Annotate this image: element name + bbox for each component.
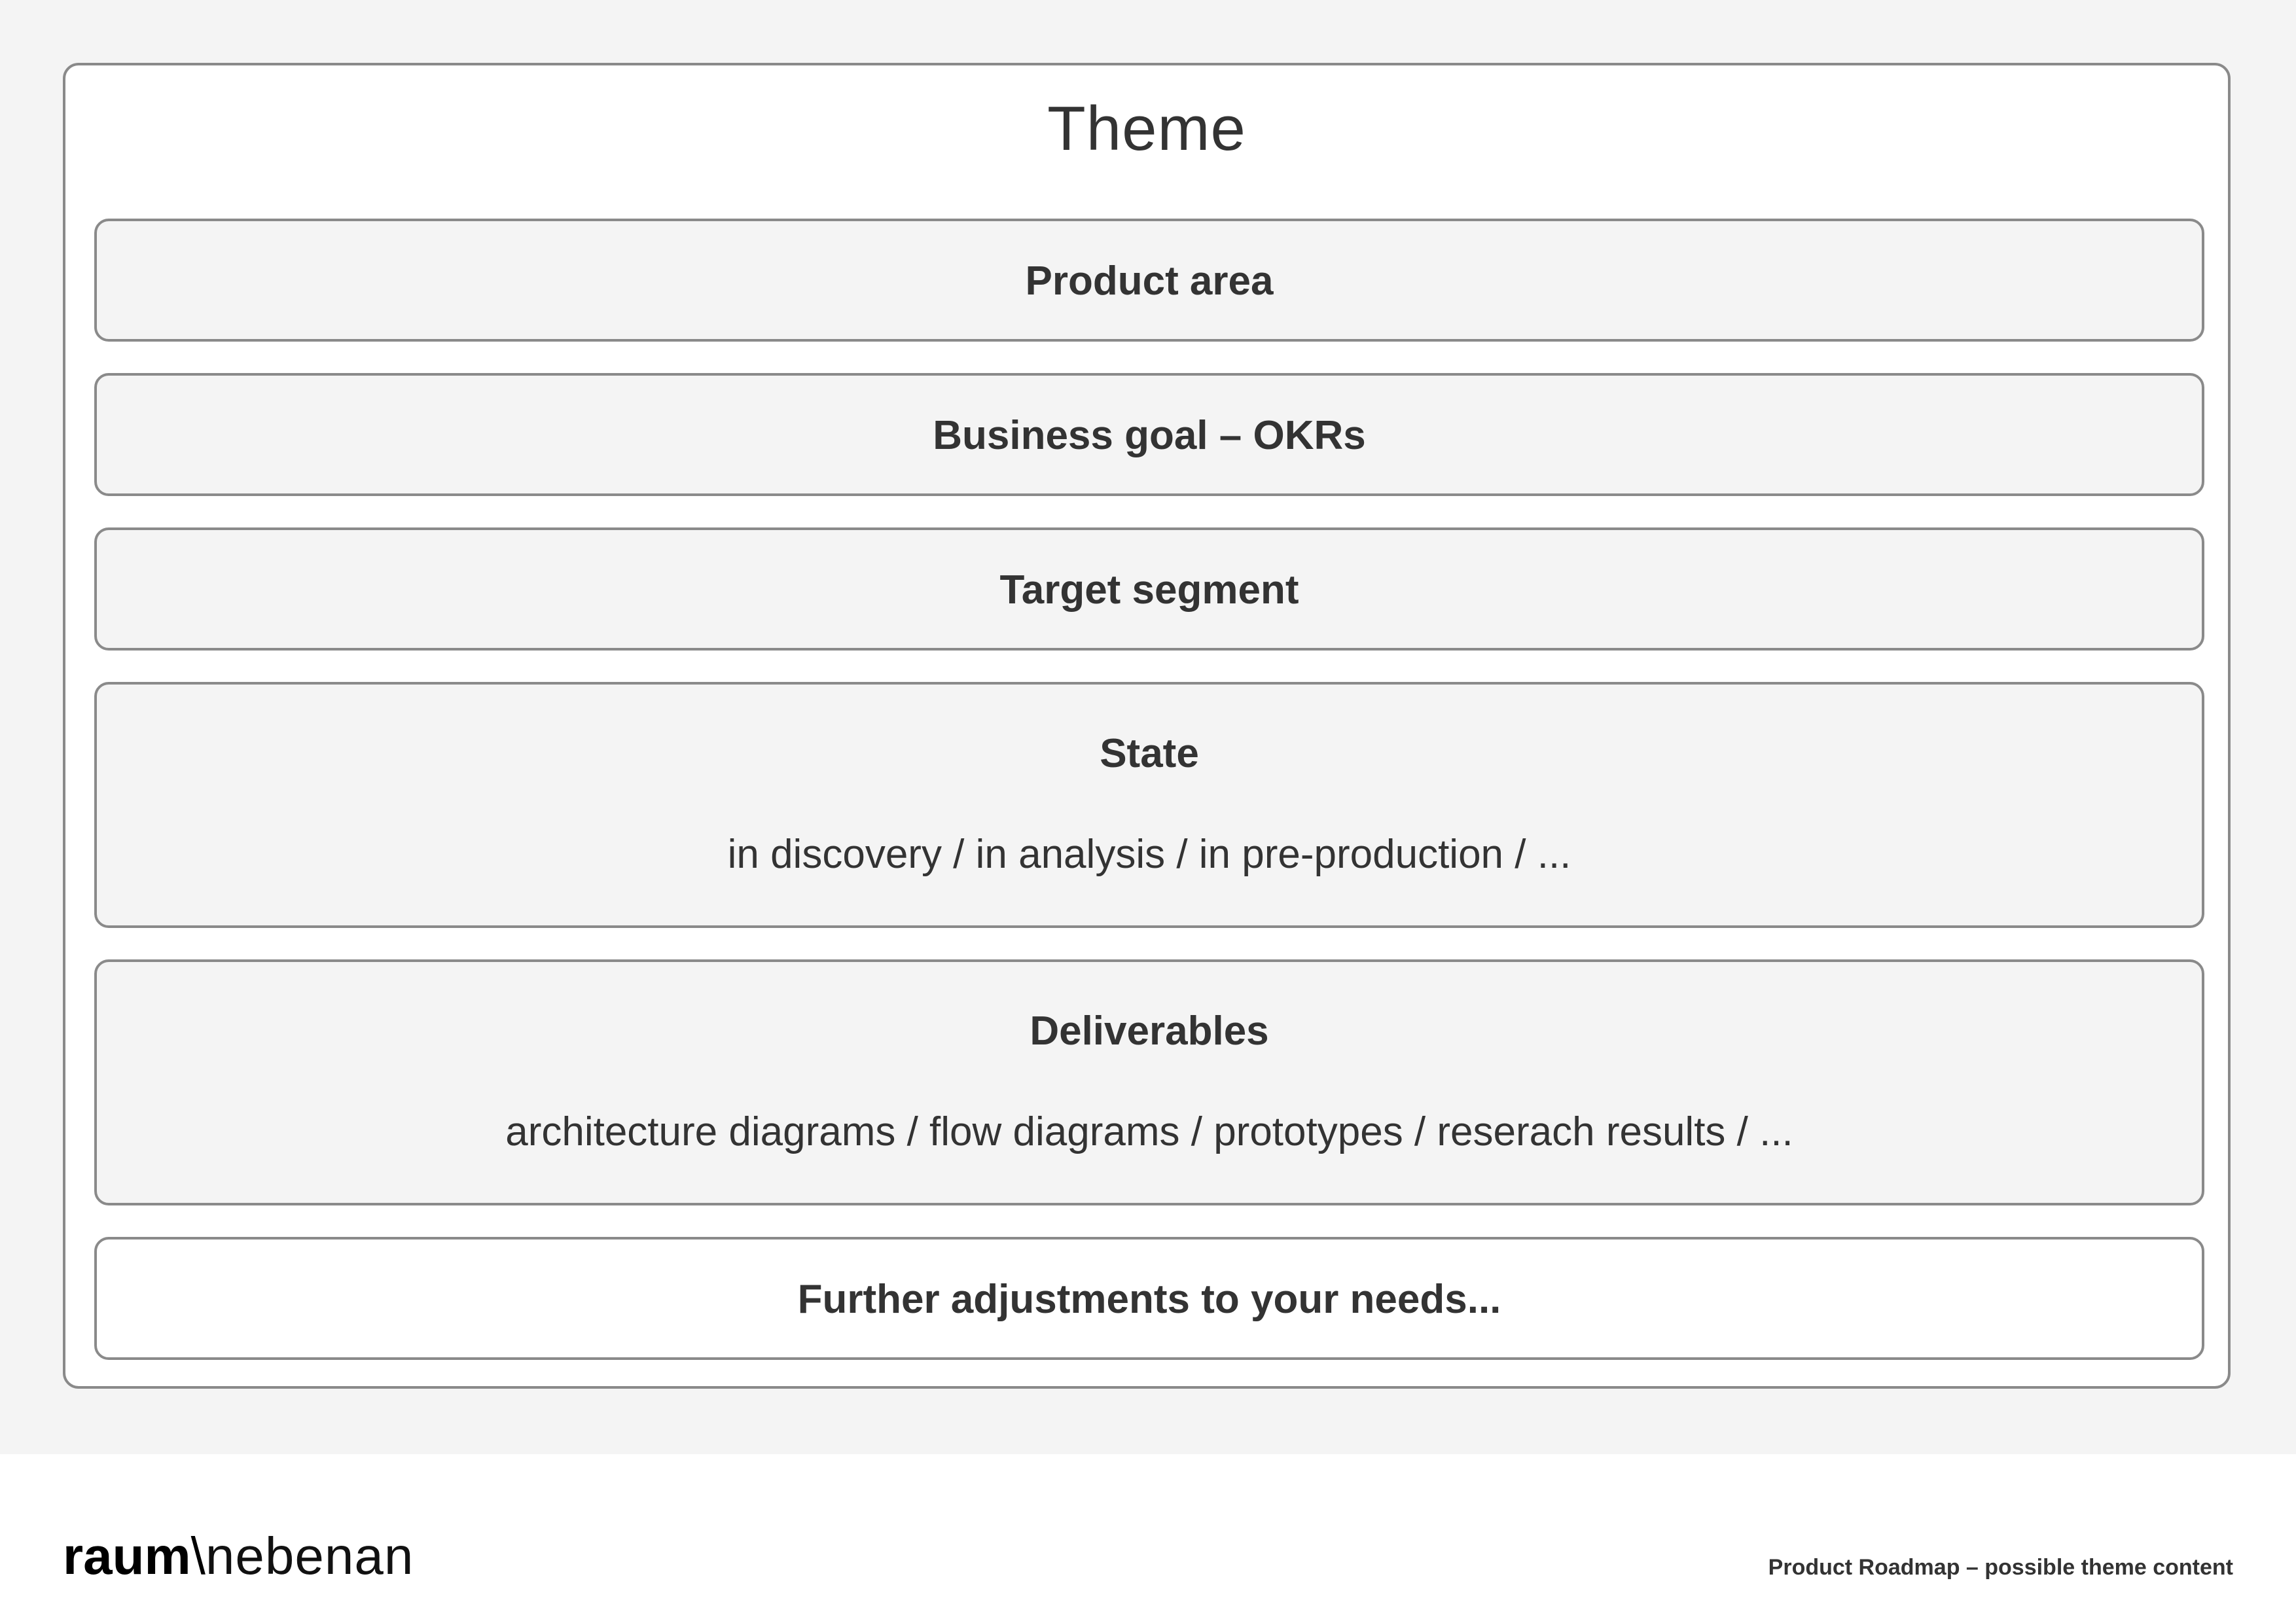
field-description: in discovery / in analysis / in pre-prod… <box>727 832 1571 877</box>
field-label: Business goal – OKRs <box>933 413 1366 458</box>
logo-light-part: nebenan <box>205 1527 414 1585</box>
theme-title: Theme <box>1047 94 1246 164</box>
field-label: Further adjustments to your needs... <box>797 1277 1501 1322</box>
footer: raum\nebenan Product Roadmap – possible … <box>0 1454 2296 1623</box>
logo-separator: \ <box>190 1527 206 1585</box>
field-product-area: Product area <box>94 219 2204 342</box>
field-state: State in discovery / in analysis / in pr… <box>94 682 2204 928</box>
theme-card: Theme Product area Business goal – OKRs … <box>63 63 2231 1389</box>
field-deliverables: Deliverables architecture diagrams / flo… <box>94 959 2204 1205</box>
brand-logo: raum\nebenan <box>63 1530 414 1582</box>
field-label: Deliverables <box>1030 1008 1269 1054</box>
field-further-adjustments: Further adjustments to your needs... <box>94 1237 2204 1360</box>
logo-bold-part: raum <box>63 1527 191 1585</box>
field-label: State <box>1100 731 1199 776</box>
footer-caption: Product Roadmap – possible theme content <box>1768 1555 2233 1580</box>
field-description: architecture diagrams / flow diagrams / … <box>505 1109 1793 1154</box>
field-business-goal: Business goal – OKRs <box>94 373 2204 496</box>
field-label: Product area <box>1025 259 1274 304</box>
field-target-segment: Target segment <box>94 527 2204 651</box>
canvas-area: Theme Product area Business goal – OKRs … <box>0 0 2296 1454</box>
field-label: Target segment <box>999 567 1299 613</box>
